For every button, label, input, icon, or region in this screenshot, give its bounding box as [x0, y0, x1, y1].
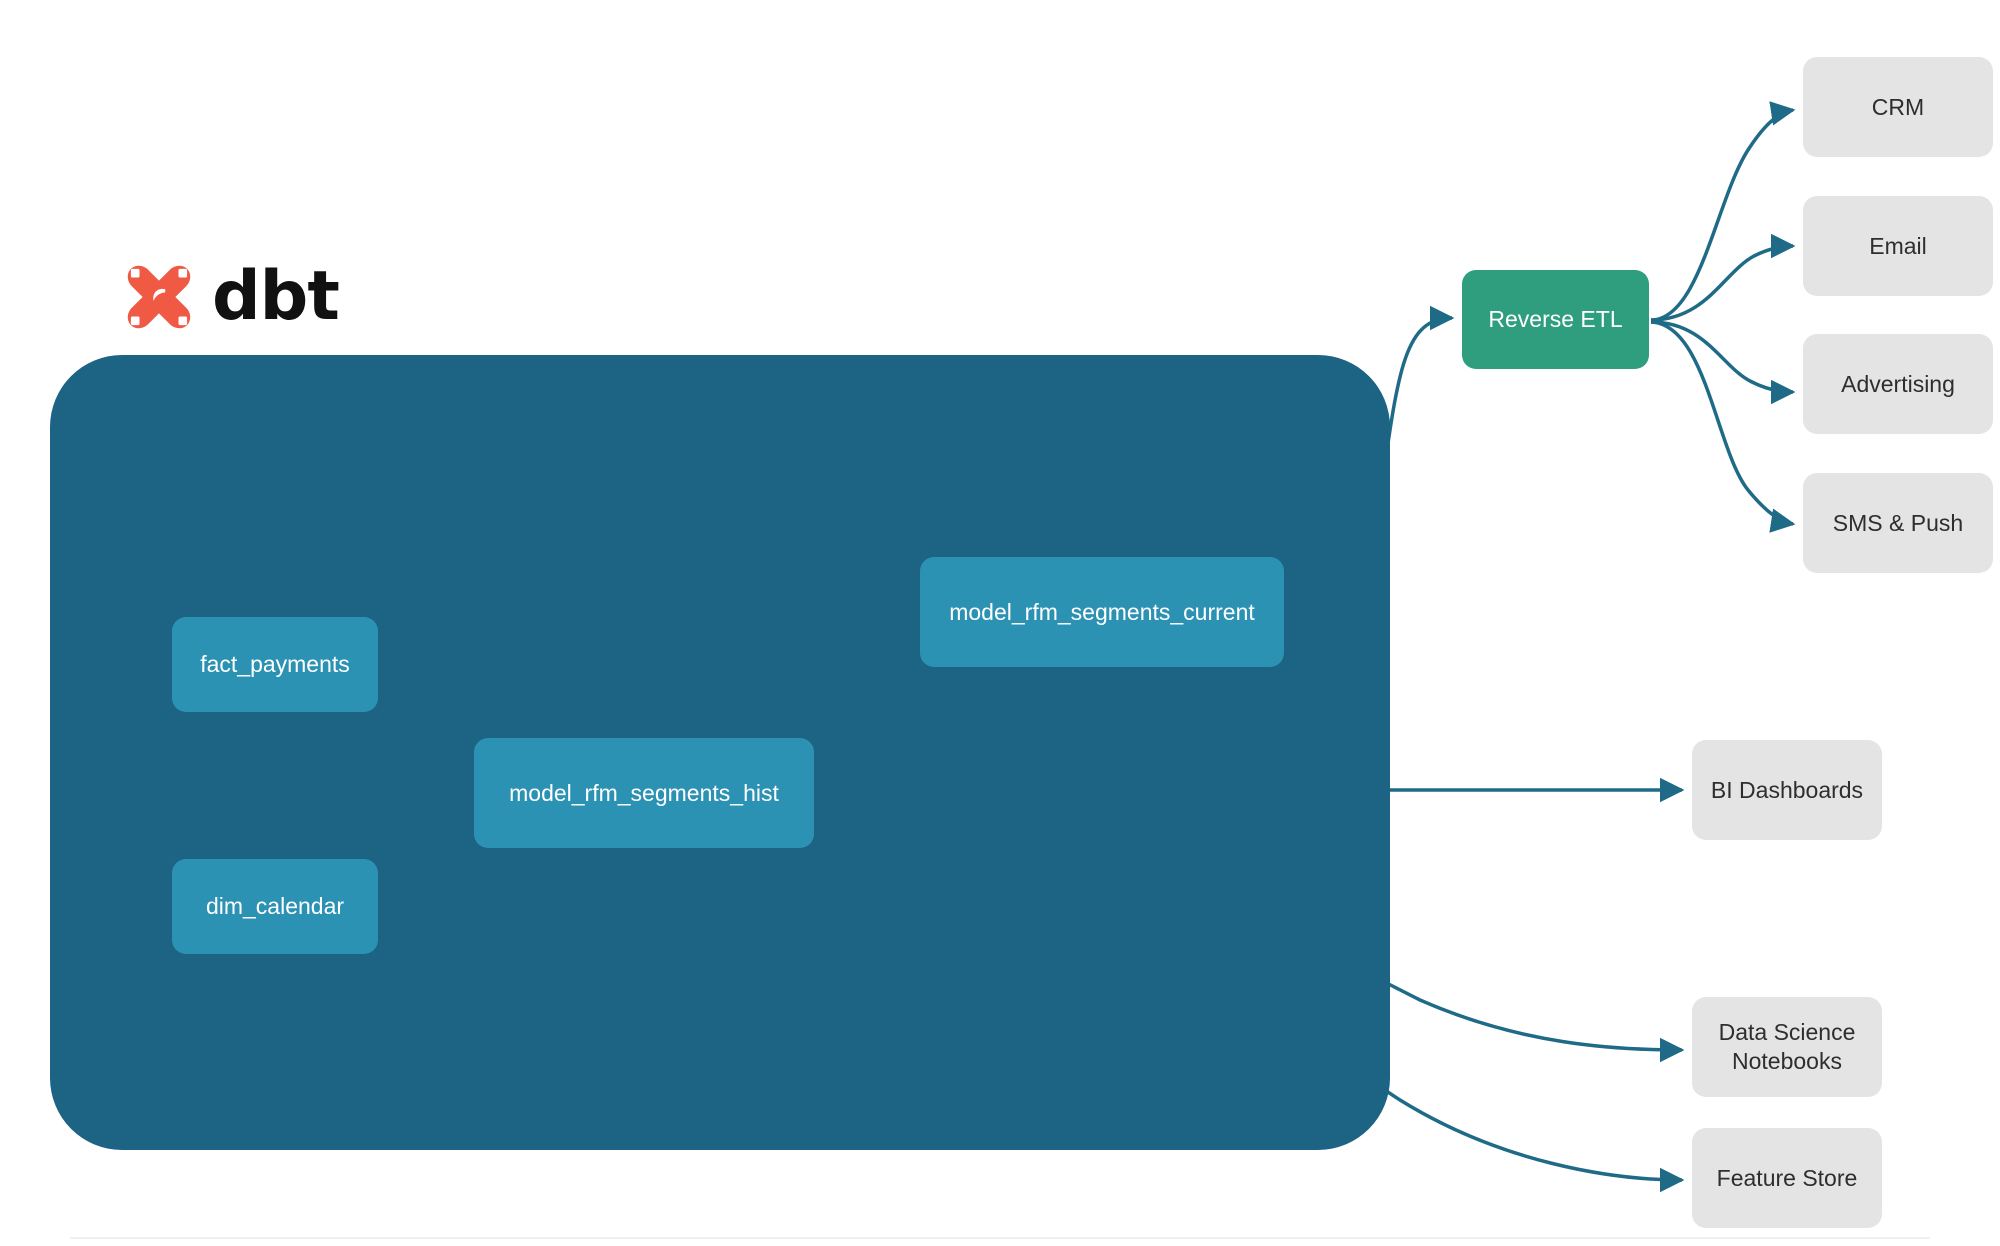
- node-dim-calendar[interactable]: dim_calendar: [172, 859, 378, 954]
- node-feature-store[interactable]: Feature Store: [1692, 1128, 1882, 1228]
- edge-reverse-etl-to-crm: [1650, 101, 1796, 322]
- node-bi-dashboards[interactable]: BI Dashboards: [1692, 740, 1882, 840]
- node-advertising[interactable]: Advertising: [1803, 334, 1993, 434]
- edge-reverse-etl-to-sms-push: [1650, 320, 1796, 533]
- dbt-wordmark: dbt: [212, 257, 340, 336]
- node-label-line-2: Notebooks: [1732, 1048, 1842, 1074]
- edge-reverse-etl-to-email: [1650, 233, 1796, 322]
- node-reverse-etl[interactable]: Reverse ETL: [1462, 270, 1649, 369]
- bottom-divider: [70, 1237, 1930, 1239]
- node-email[interactable]: Email: [1803, 196, 1993, 296]
- dbt-mark-icon: [127, 265, 191, 329]
- edge-reverse-etl-to-advertising: [1650, 320, 1796, 405]
- node-crm[interactable]: CRM: [1803, 57, 1993, 157]
- dbt-logo: dbt: [120, 257, 340, 336]
- node-label-line-1: Data Science: [1718, 1019, 1856, 1046]
- node-data-science-notebooks[interactable]: Data Science Notebooks: [1692, 997, 1882, 1097]
- node-model-rfm-segments-hist[interactable]: model_rfm_segments_hist: [474, 738, 814, 848]
- node-fact-payments[interactable]: fact_payments: [172, 617, 378, 712]
- node-model-rfm-segments-current[interactable]: model_rfm_segments_current: [920, 557, 1284, 667]
- node-sms-push[interactable]: SMS & Push: [1803, 473, 1993, 573]
